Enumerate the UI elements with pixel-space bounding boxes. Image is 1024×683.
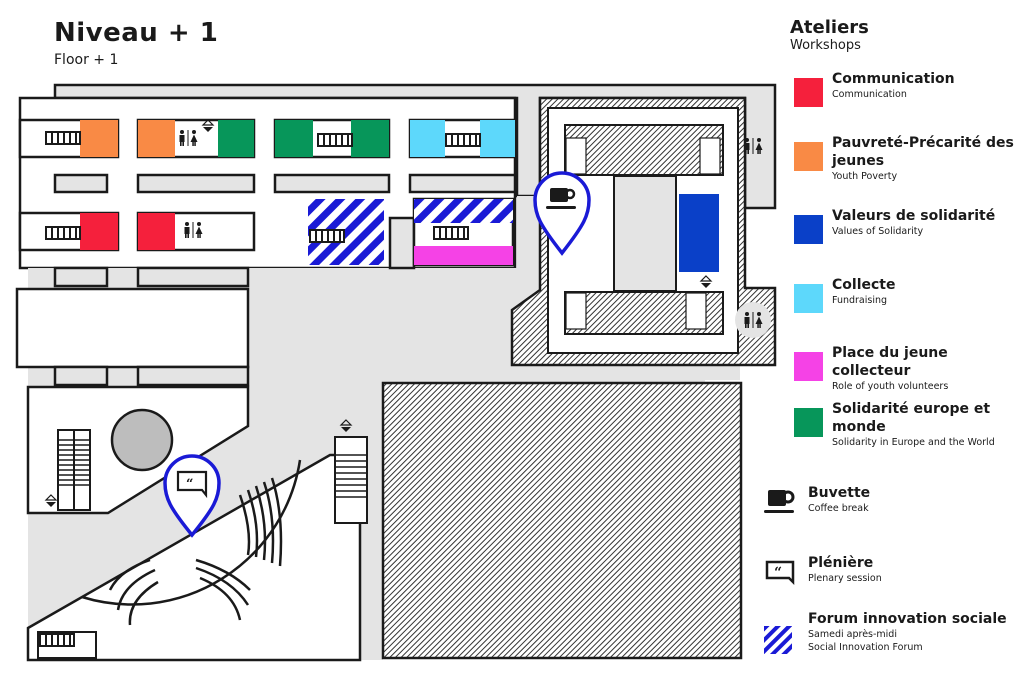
color-swatch: [794, 215, 823, 244]
room-fundraising-1: [410, 120, 445, 157]
legend-label: Valeurs de solidarité: [832, 208, 996, 224]
color-swatch: [794, 352, 823, 381]
legend-label: Forum innovation sociale: [808, 611, 1007, 627]
room-social-innovation-forum-2: [414, 199, 513, 223]
amphitheater: [26, 419, 368, 662]
legend-description: Communication: [832, 89, 907, 100]
legend-label: Communication: [832, 71, 955, 87]
coffee-break-pin[interactable]: [533, 171, 591, 256]
legend-description: Values of Solidarity: [832, 226, 924, 237]
coffee-cup-icon: [764, 488, 800, 518]
inaccessible-area: [381, 381, 743, 660]
circular-column: [110, 408, 174, 472]
page-subtitle: Floor + 1: [54, 52, 119, 68]
plenary-session-pin[interactable]: “: [163, 454, 221, 538]
room-row-top: [18, 118, 517, 159]
legend-description: Role of youth volunteers: [832, 381, 949, 392]
legend-description: Solidarity in Europe and the World: [832, 437, 995, 448]
legend-description-secondary: Social Innovation Forum: [808, 642, 923, 653]
central-core: [510, 96, 777, 367]
room-fundraising-2: [480, 120, 515, 157]
room-row-second: [18, 197, 515, 270]
legend-label: Buvette: [808, 485, 871, 501]
legend-subheading: Workshops: [790, 38, 861, 53]
room-youth-volunteers: [414, 246, 513, 265]
room-solidarity-europe-3: [351, 120, 389, 157]
svg-text:“: “: [774, 565, 782, 581]
color-swatch: [794, 284, 823, 313]
room-youth-poverty-2: [138, 120, 175, 157]
legend-description: Youth Poverty: [832, 171, 898, 182]
color-swatch: [794, 142, 823, 171]
speech-bubble-quote-icon: “: [176, 470, 208, 499]
legend-description: Coffee break: [808, 503, 869, 514]
legend-label: Collecte: [832, 277, 896, 293]
legend-label: Pauvreté-Précarité des jeunes: [832, 135, 1014, 169]
color-swatch: [794, 78, 823, 107]
page-title: Niveau + 1: [54, 18, 219, 48]
room-communication-2: [138, 213, 175, 250]
legend: Ateliers Workshops: [790, 18, 1020, 54]
legend-label: Solidarité europe et monde: [832, 401, 991, 435]
legend-description: Samedi après-midi: [808, 629, 897, 640]
room-communication-1: [80, 213, 118, 250]
svg-text:“: “: [186, 477, 193, 492]
color-swatch: [794, 408, 823, 437]
legend-description: Fundraising: [832, 295, 888, 306]
blue-hatch-icon: [764, 626, 800, 656]
speech-bubble-quote-icon: “: [764, 558, 800, 588]
legend-heading: Ateliers: [790, 17, 869, 38]
room-youth-poverty-1: [80, 120, 118, 157]
coffee-cup-icon: [546, 188, 576, 209]
room-solidarity-europe-2: [275, 120, 313, 157]
legend-description: Plenary session: [808, 573, 882, 584]
legend-label: Place du jeune collecteur: [832, 345, 948, 379]
legend-label: Plénière: [808, 555, 874, 571]
room-values-of-solidarity: [679, 194, 719, 272]
room-solidarity-europe-1: [218, 120, 254, 157]
